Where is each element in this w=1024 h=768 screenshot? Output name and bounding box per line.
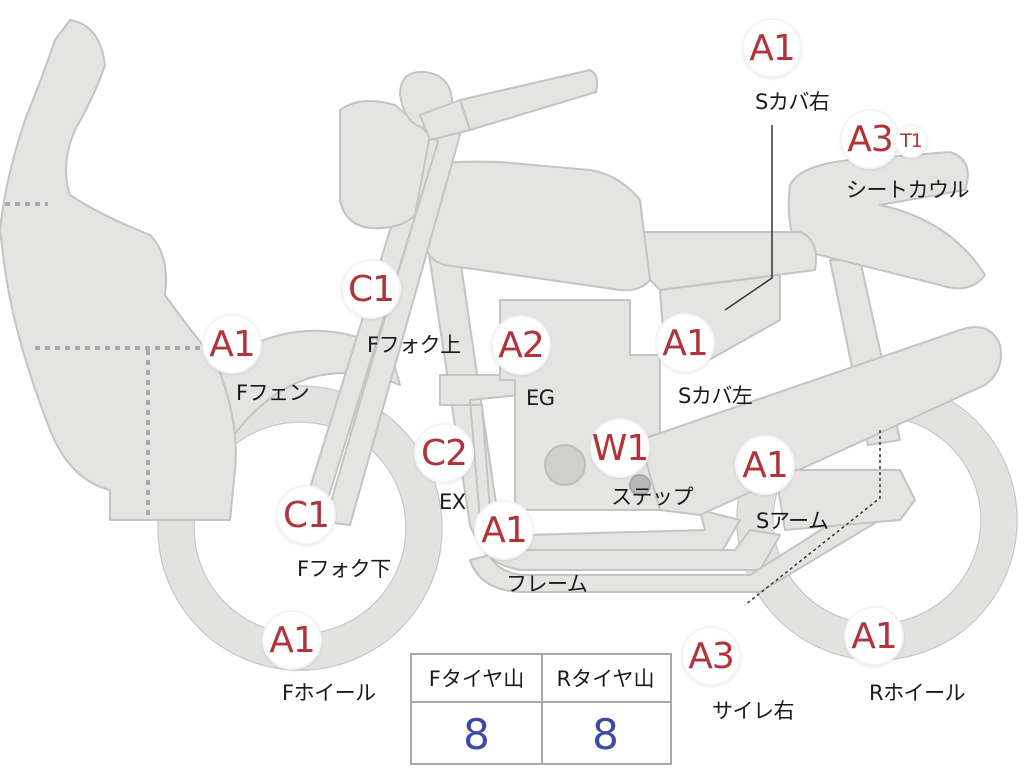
label-scover-left: Sカバ左 bbox=[678, 384, 753, 408]
tire-tread-table: Fタイヤ山 Rタイヤ山 8 8 bbox=[410, 653, 672, 765]
a1-rwheel-badge: A1 bbox=[846, 608, 902, 664]
label-step: ステップ bbox=[611, 485, 694, 509]
label-engine: EG bbox=[526, 386, 555, 410]
a1-ffender-badge: A1 bbox=[204, 316, 260, 372]
label-scover-right: Sカバ右 bbox=[755, 90, 830, 114]
label-ffork-lower: Fフォク下 bbox=[297, 557, 391, 581]
swing-arm-shape bbox=[639, 326, 1002, 516]
a2-engine-badge: A2 bbox=[493, 317, 549, 373]
front-cowl-shape bbox=[0, 19, 237, 521]
rear-tread-header: Rタイヤ山 bbox=[556, 667, 655, 691]
headlight-shape bbox=[339, 100, 431, 230]
label-seat-cowl: シートカウル bbox=[846, 178, 970, 202]
c1-ffork-lower-badge: C1 bbox=[278, 487, 334, 543]
fuel-tank-shape bbox=[419, 160, 651, 292]
rear-tread-value: 8 bbox=[592, 709, 619, 759]
a1-scover-right-badge: A1 bbox=[744, 20, 800, 76]
label-fwheel: Fホイール bbox=[282, 681, 376, 705]
c2-exhaust-badge: C2 bbox=[416, 425, 472, 481]
seat-cowl-shape bbox=[787, 151, 986, 290]
label-muffler-right: サイレ右 bbox=[712, 699, 795, 723]
a1-scover-left-badge: A1 bbox=[657, 315, 713, 371]
label-rwheel: Rホイール bbox=[869, 681, 966, 705]
a1-frame-badge: A1 bbox=[476, 502, 532, 558]
c1-ffork-upper-badge: C1 bbox=[343, 261, 399, 317]
a1-fwheel-badge: A1 bbox=[264, 612, 320, 668]
t1-seatcowl-badge: T1 bbox=[896, 126, 926, 156]
scover-right-leader bbox=[724, 125, 773, 311]
w1-step-badge: W1 bbox=[592, 420, 649, 476]
label-ffork-upper: Fフォク上 bbox=[367, 333, 461, 357]
front-tread-value: 8 bbox=[463, 709, 490, 759]
muffler-right-leader bbox=[744, 430, 881, 606]
a1-swingarm-badge: A1 bbox=[737, 437, 793, 493]
front-tread-header: Fタイヤ山 bbox=[428, 667, 525, 691]
table-divider-vertical bbox=[541, 655, 543, 763]
label-ffender: Fフェン bbox=[236, 381, 310, 405]
label-exhaust: EX bbox=[439, 490, 466, 514]
label-swingarm: Sアーム bbox=[756, 509, 829, 533]
label-frame: フレーム bbox=[506, 572, 588, 596]
a3-muffler-right-badge: A3 bbox=[683, 628, 739, 684]
a3-seatcowl-badge: A3 bbox=[842, 111, 898, 167]
